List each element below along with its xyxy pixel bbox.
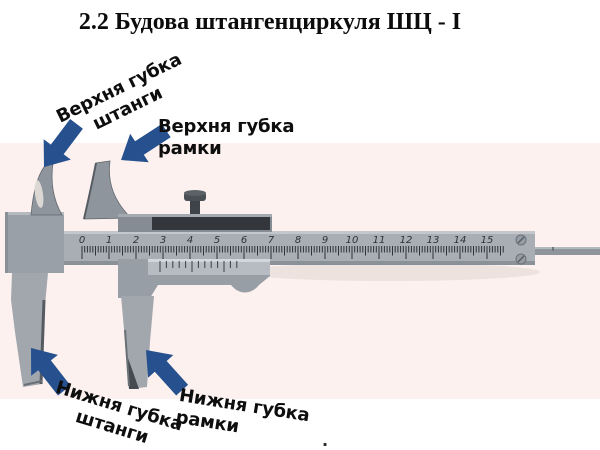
- scale-number: 8: [295, 235, 301, 246]
- label-upper-frame-jaw: Верхня губка рамки: [158, 116, 295, 160]
- lock-screw: [184, 190, 206, 214]
- label-line: рамки: [158, 138, 222, 159]
- scale-number: 6: [241, 235, 247, 246]
- scale-number: 4: [187, 235, 193, 246]
- arrow-lower-frame-jaw: [146, 350, 189, 396]
- stray-dot: .: [322, 431, 329, 450]
- beam-end-screw-top: [515, 234, 527, 246]
- scale-number: 10: [346, 235, 359, 246]
- worn-patch: [34, 180, 44, 208]
- scale-number: 14: [454, 235, 467, 246]
- beam-end-screw-bottom: [515, 253, 527, 265]
- vernier-plate: [148, 259, 270, 275]
- scale-number: 2: [133, 235, 139, 246]
- frame-dark-strip: [152, 217, 270, 230]
- scale-number: 11: [373, 235, 386, 246]
- frame-top: [118, 214, 272, 232]
- arrow-lower-beam-jaw: [31, 348, 71, 396]
- main-scale-ticks: [81, 246, 504, 259]
- scale-number: 5: [214, 235, 220, 246]
- frame-lower-body: [118, 259, 270, 298]
- lower-frame-jaw: [121, 296, 154, 389]
- label-line: Верхня губка: [158, 116, 295, 137]
- arrow-upper-frame-jaw: [121, 123, 171, 163]
- beam-head: [5, 212, 64, 273]
- upper-frame-jaw: [83, 160, 132, 220]
- vernier-ticks: [159, 261, 238, 272]
- depth-rod: [535, 247, 600, 255]
- scale-number: 15: [481, 235, 494, 246]
- scale-number: 13: [427, 235, 440, 246]
- scale-number: 0: [79, 235, 85, 246]
- scale-number: 12: [400, 235, 413, 246]
- page-title: 2.2 Будова штангенциркуля ШЦ - І: [78, 9, 462, 35]
- upper-beam-jaw: [30, 162, 63, 216]
- scale-number: 9: [322, 235, 328, 246]
- scale-number: 3: [160, 235, 166, 246]
- arrow-upper-beam-jaw: [43, 119, 83, 167]
- beam-shadow: [240, 263, 540, 281]
- scale-number: 1: [106, 235, 112, 246]
- scale-number: 7: [268, 235, 275, 246]
